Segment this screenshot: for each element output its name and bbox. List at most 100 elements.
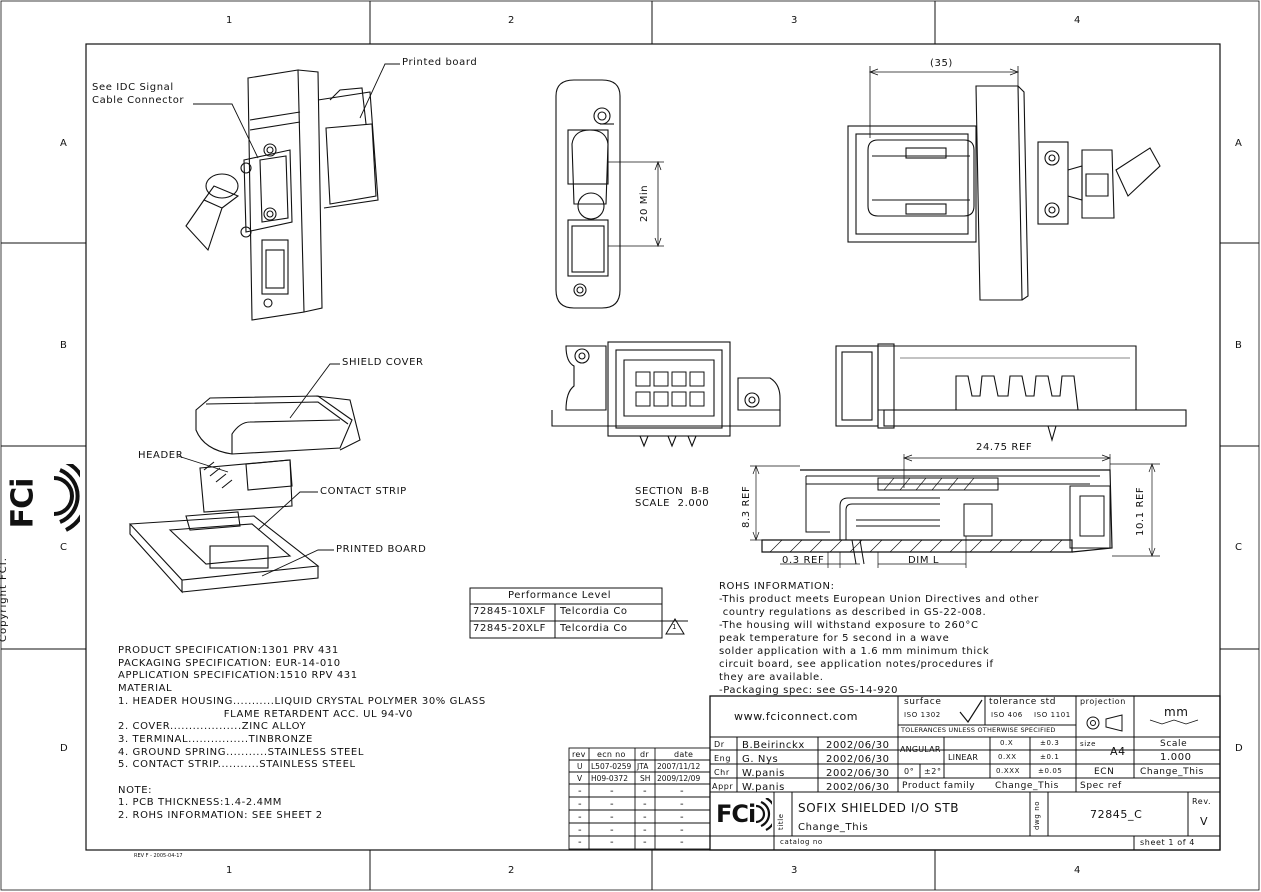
callout-shield-cover: SHIELD COVER	[342, 357, 424, 368]
size-label: size	[1080, 740, 1096, 748]
section-title: SECTION B-B	[635, 486, 710, 497]
dim-24-75-ref: 24.75 REF	[976, 442, 1033, 453]
spec-line: 1. PCB THICKNESS:1.4-2.4MM	[118, 797, 283, 809]
tolerance-label: tolerance std	[989, 697, 1057, 707]
performance-flag: 1	[672, 623, 678, 631]
rohs-line: -Packaging spec: see GS-14-920	[719, 685, 899, 696]
zone-right-c: C	[1235, 542, 1243, 553]
rohs-line: solder application with a 1.6 mm minimum…	[719, 646, 990, 657]
callout-printed-board-top: Printed board	[402, 57, 478, 68]
title-block-grid	[709, 695, 1221, 851]
rev-header-rev: rev	[572, 750, 586, 759]
tol-val-1: ±0.3	[1040, 739, 1060, 747]
form-number: REV F - 2005-04-17	[134, 853, 183, 859]
spec-line: 4. GROUND SPRING...........STAINLESS STE…	[118, 746, 365, 758]
zone-right-b: B	[1235, 340, 1243, 351]
dim-20-min: 20 Min	[639, 184, 650, 222]
ecn-value: Change_This	[1140, 767, 1204, 777]
sheet-number: sheet 1 of 4	[1140, 838, 1195, 847]
tol-fmt-3: 0.XXX	[996, 767, 1021, 775]
date-dr: 2002/06/30	[826, 740, 890, 751]
spec-line: 1. HEADER HOUSING...........LIQUID CRYST…	[118, 695, 486, 707]
rev-cell: -	[680, 825, 685, 836]
dim-l: DIM L	[908, 555, 940, 566]
rohs-line: they are available.	[719, 672, 824, 683]
performance-title: Performance Level	[508, 590, 612, 601]
rev-header-dr: dr	[640, 750, 649, 759]
zone-right-a: A	[1235, 138, 1243, 149]
spec-line: 2. ROHS INFORMATION: SEE SHEET 2	[118, 810, 323, 822]
rev-cell: U	[577, 762, 583, 771]
dim-10-1-ref: 10.1 REF	[1135, 486, 1146, 536]
spec-line: 3. TERMINAL................TINBRONZE	[118, 733, 313, 745]
angular-label: ANGULAR	[900, 745, 941, 754]
spec-line: PRODUCT SPECIFICATION:1301 PRV 431	[118, 645, 339, 656]
tolerances-unless: TOLERANCES UNLESS OTHERWISE SPECIFIED	[901, 726, 1056, 734]
rev-cell: -	[680, 837, 685, 848]
section-bb-view	[750, 454, 1160, 568]
name-chr: W.panis	[742, 768, 785, 779]
callout-see-idc-line1: See IDC Signal	[92, 82, 174, 93]
dim-35: (35)	[930, 58, 953, 69]
size-value: A4	[1110, 745, 1126, 758]
zone-top-2: 2	[508, 15, 515, 26]
zone-top-3: 3	[791, 15, 798, 26]
rev-value: V	[1200, 815, 1209, 828]
rev-label: Rev.	[1192, 797, 1212, 806]
rev-header-date: date	[674, 750, 694, 759]
spec-line: APPLICATION SPECIFICATION:1510 RPV 431	[118, 670, 358, 682]
fci-title-logo: FCi	[714, 798, 772, 832]
rev-cell: -	[643, 786, 648, 797]
scale-label: Scale	[1160, 739, 1188, 749]
angular-val-1: 0°	[904, 767, 915, 776]
spec-line: 2. COVER...................ZINC ALLOY	[118, 721, 307, 733]
zone-top-1: 1	[226, 15, 233, 26]
dwg-number: 72845_C	[1090, 808, 1143, 821]
ecn-label: ECN	[1094, 767, 1115, 777]
section-scale: SCALE 2.000	[635, 498, 710, 509]
rev-cell: -	[578, 837, 583, 848]
rohs-line: ROHS INFORMATION:	[719, 581, 835, 592]
zone-left-c: C	[60, 542, 68, 553]
spec-line: NOTE:	[118, 784, 153, 796]
performance-level-1: Telcordia Co	[560, 606, 628, 617]
tol-fmt-2: 0.XX	[998, 753, 1017, 761]
side-section-view	[835, 343, 1187, 443]
spec-line: 5. CONTACT STRIP...........STAINLESS STE…	[118, 759, 356, 771]
dwg-label: dwg no	[1033, 800, 1041, 830]
rev-cell: 2007/11/12	[657, 762, 701, 771]
angular-val-2: ±2°	[924, 767, 942, 776]
rohs-line: country regulations as described in GS-2…	[719, 607, 987, 618]
role-appr: Appr	[712, 782, 734, 791]
projection-label: projection	[1080, 697, 1126, 706]
revision-table	[568, 747, 711, 850]
product-family-label: Product family	[902, 781, 976, 791]
rev-cell: -	[643, 812, 648, 823]
dim-0-3-ref: 0.3 REF	[782, 555, 825, 566]
zone-left-a: A	[60, 138, 68, 149]
rev-cell: -	[643, 799, 648, 810]
rev-cell: -	[610, 825, 615, 836]
role-eng: Eng	[714, 754, 732, 763]
rev-cell: L507-0259	[591, 762, 632, 771]
rev-cell: -	[610, 837, 615, 848]
catalog-label: catalog no	[780, 838, 823, 846]
callout-contact-strip: CONTACT STRIP	[320, 486, 407, 497]
tol-val-3: ±0.05	[1038, 767, 1063, 775]
rev-cell: -	[680, 812, 685, 823]
rev-cell: -	[680, 786, 685, 797]
rev-cell: -	[578, 825, 583, 836]
zone-right-d: D	[1235, 743, 1244, 754]
performance-level-2: Telcordia Co	[560, 623, 628, 634]
name-dr: B.Beirinckx	[742, 740, 805, 751]
rev-cell: -	[610, 812, 615, 823]
rev-cell: -	[578, 812, 583, 823]
zone-bottom-2: 2	[508, 865, 515, 876]
zone-left-b: B	[60, 340, 68, 351]
title-label: title	[777, 813, 785, 830]
dim-8-3-ref: 8.3 REF	[741, 485, 752, 528]
fci-side-logo-text: FCi	[5, 478, 41, 529]
rev-cell: 2009/12/09	[657, 774, 701, 783]
rohs-line: peak temperature for 5 second in a wave	[719, 633, 950, 644]
